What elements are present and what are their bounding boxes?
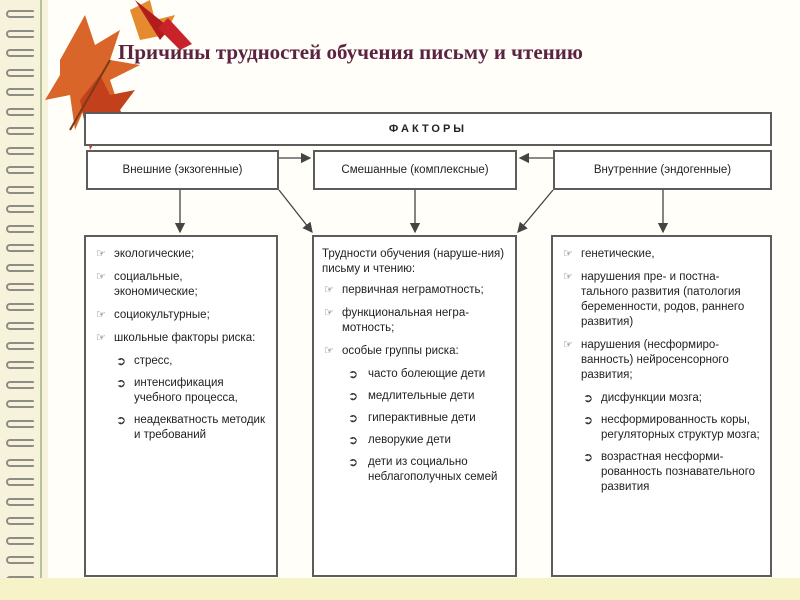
arrow-external-to-mixed-box	[278, 189, 313, 234]
spiral-ring	[6, 127, 34, 135]
arrow-bullet-icon: ➲	[348, 455, 359, 469]
arrow-bullet-icon: ➲	[348, 411, 359, 425]
list-item: ☞генетические,	[563, 248, 655, 260]
spiral-ring	[6, 478, 34, 486]
hand-pointer-icon: ☞	[324, 284, 334, 296]
hand-pointer-icon: ☞	[96, 332, 106, 344]
spiral-ring	[6, 88, 34, 96]
spiral-ring	[6, 10, 34, 18]
spiral-ring	[6, 322, 34, 330]
spiral-ring	[6, 224, 34, 233]
spiral-ring	[6, 185, 34, 194]
spiral-ring	[6, 283, 34, 291]
arrow-bullet-icon: ➲	[116, 376, 127, 390]
hand-pointer-icon: ☞	[324, 345, 334, 357]
bottom-strip	[0, 578, 800, 600]
list-item: ☞функциональная негра-мотность;	[324, 307, 470, 334]
spiral-ring	[6, 68, 34, 77]
sub-item: ➲леворукие дети	[348, 433, 451, 447]
list-item: ☞первичная неграмотность;	[324, 284, 484, 296]
sub-item: ➲часто болеющие дети	[348, 367, 486, 381]
sub-item: ➲медлительные дети	[348, 389, 475, 403]
arrow-bullet-icon: ➲	[348, 433, 359, 447]
external-factors-box: ☞экологические; ☞социальные, экономическ…	[84, 235, 278, 577]
arrow-internal-to-mixed-box	[517, 189, 554, 233]
sub-item: ➲гиперактивные дети	[348, 411, 476, 425]
sub-item: ➲возрастная несформи-рованность познават…	[583, 450, 756, 493]
spiral-ring	[6, 341, 34, 350]
list-item: ☞экологические;	[96, 248, 195, 260]
sub-item: ➲неадекватность методик и требований	[116, 413, 265, 441]
hand-pointer-icon: ☞	[96, 309, 106, 321]
internal-factors-box: ☞генетические, ☞нарушения пре- и постна-…	[551, 235, 772, 577]
spiral-ring	[6, 302, 34, 311]
spiral-ring	[6, 517, 34, 525]
spiral-ring	[6, 380, 34, 389]
mixed-intro: Трудности обучения (наруше-ния) письму и…	[322, 248, 505, 275]
notebook-spiral	[0, 0, 48, 600]
arrow-bullet-icon: ➲	[116, 413, 127, 427]
spiral-ring	[6, 458, 34, 467]
category-internal: Внутренние (эндогенные)	[553, 150, 772, 190]
arrow-bullet-icon: ➲	[583, 413, 594, 427]
factors-header: ФАКТОРЫ	[84, 112, 772, 146]
spiral-ring	[6, 556, 34, 564]
list-item: ☞социокультурные;	[96, 309, 210, 321]
list-item: ☞нарушения (несформиро-ванность) нейросе…	[563, 339, 729, 381]
spiral-ring	[6, 29, 34, 38]
list-item: ☞нарушения пре- и постна-тального развит…	[563, 271, 745, 328]
binder-line	[40, 0, 42, 600]
hand-pointer-icon: ☞	[563, 271, 573, 283]
sub-item: ➲интенсификация учебного процесса,	[116, 376, 238, 404]
spiral-ring	[6, 244, 34, 252]
sub-item: ➲стресс,	[116, 354, 173, 368]
hand-pointer-icon: ☞	[324, 307, 334, 319]
sub-item: ➲дисфункции мозга;	[583, 391, 702, 405]
arrow-bullet-icon: ➲	[583, 450, 594, 464]
spiral-ring	[6, 49, 34, 57]
spiral-ring	[6, 107, 34, 116]
sub-item: ➲дети из социально неблагополучных семей	[348, 455, 498, 483]
sub-item: ➲несформированность коры, регуляторных с…	[583, 413, 760, 441]
arrow-bullet-icon: ➲	[116, 354, 127, 368]
category-external: Внешние (экзогенные)	[86, 150, 279, 190]
hand-pointer-icon: ☞	[96, 248, 106, 260]
list-item: ☞школьные факторы риска:	[96, 332, 256, 344]
spiral-ring	[6, 263, 34, 272]
spiral-ring	[6, 146, 34, 155]
spiral-ring	[6, 205, 34, 213]
spiral-ring	[6, 497, 34, 506]
spiral-ring	[6, 536, 34, 545]
list-item: ☞социальные, экономические;	[96, 271, 198, 298]
spiral-ring	[6, 361, 34, 369]
category-mixed: Смешанные (комплексные)	[313, 150, 517, 190]
spiral-ring	[6, 419, 34, 428]
spiral-ring	[6, 166, 34, 174]
list-item: ☞особые группы риска:	[324, 345, 459, 357]
hand-pointer-icon: ☞	[563, 339, 573, 351]
hand-pointer-icon: ☞	[563, 248, 573, 260]
spiral-ring	[6, 439, 34, 447]
arrow-bullet-icon: ➲	[348, 367, 359, 381]
spiral-ring	[6, 400, 34, 408]
arrow-bullet-icon: ➲	[583, 391, 594, 405]
slide-title: Причины трудностей обучения письму и чте…	[118, 40, 583, 64]
arrow-bullet-icon: ➲	[348, 389, 359, 403]
mixed-factors-box: Трудности обучения (наруше-ния) письму и…	[312, 235, 517, 577]
hand-pointer-icon: ☞	[96, 271, 106, 283]
